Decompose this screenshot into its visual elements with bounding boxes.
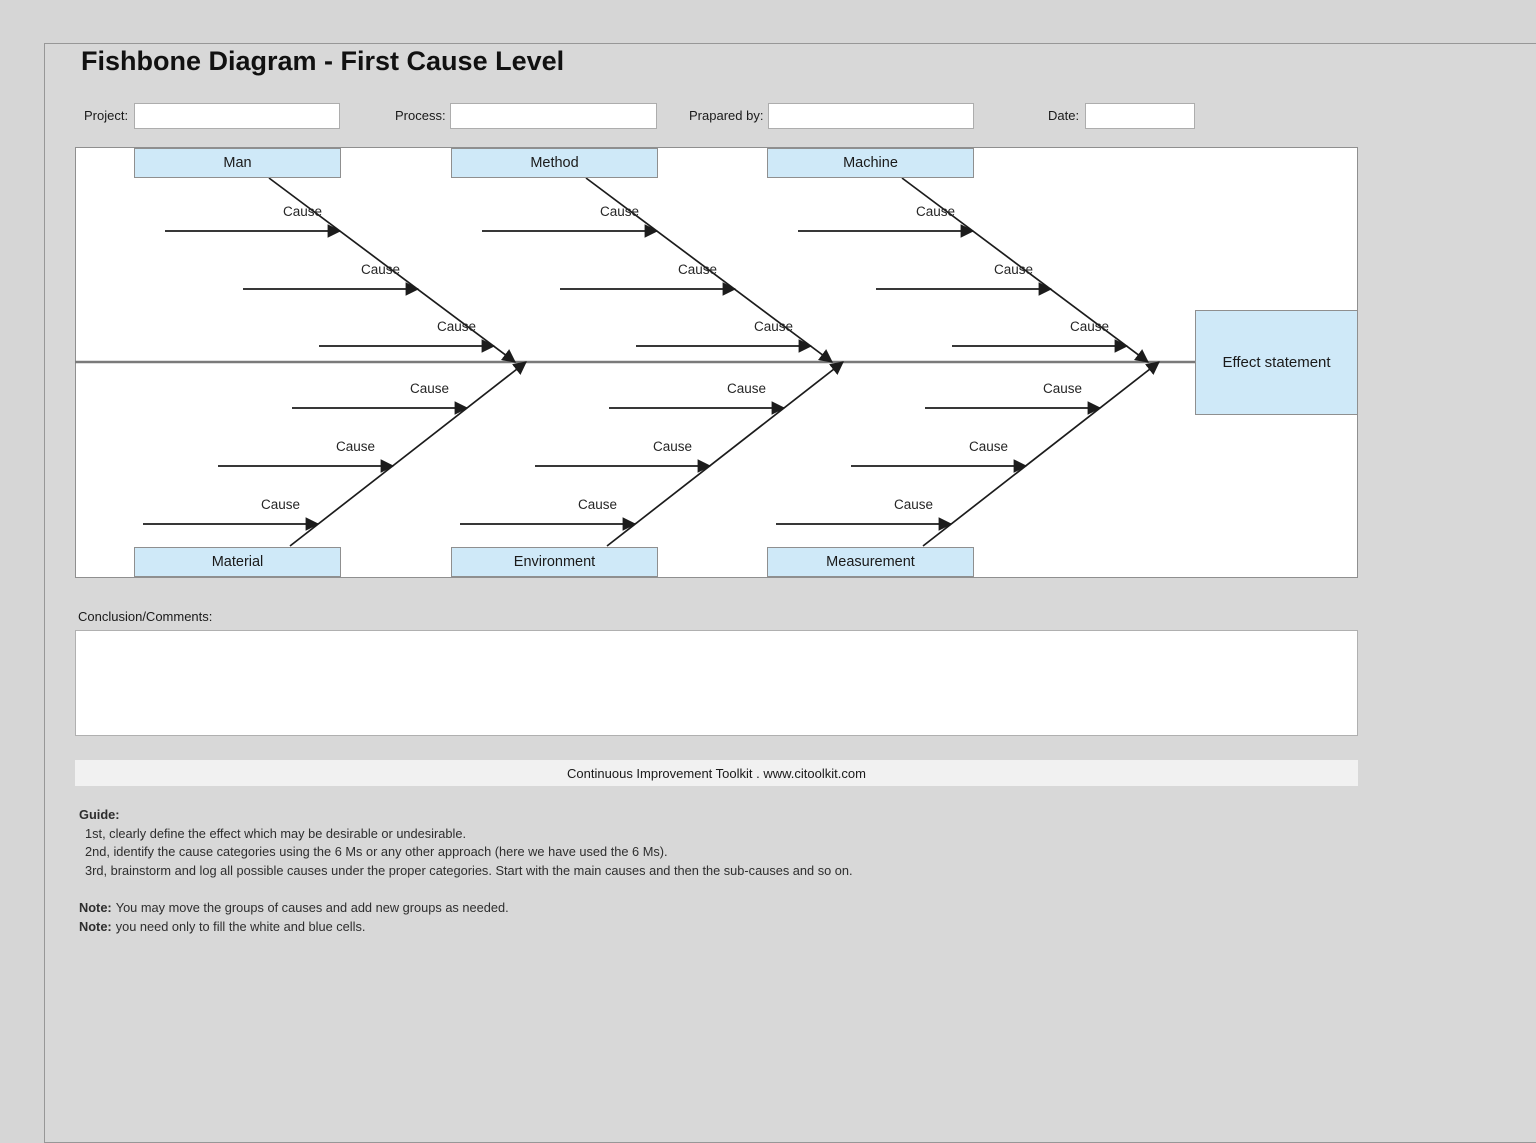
category-box-material[interactable]: Material [134,547,341,577]
note-text: you need only to fill the white and blue… [115,918,366,934]
bone-environment [606,361,844,547]
cause-label: Cause [1043,381,1082,396]
guide-note-1: Note:You may move the groups of causes a… [79,899,1369,918]
cause-label: Cause [361,262,400,277]
process-input[interactable] [450,103,657,129]
conclusion-input-cell[interactable] [75,630,1358,736]
cause-label: Cause [916,204,955,219]
bone-man [268,177,516,363]
date-label: Date: [1048,108,1080,123]
cause-label: Cause [578,497,617,512]
guide-note-2: Note:you need only to fill the white and… [79,918,1369,937]
guide-gap [79,881,1369,899]
date-input[interactable] [1085,103,1195,129]
bone-material [289,361,527,547]
cause-label: Cause [894,497,933,512]
bone-measurement [922,361,1160,547]
cause-label: Cause [994,262,1033,277]
cause-label: Cause [437,319,476,334]
category-label: Man [223,155,252,171]
fishbone-bones: Cause Cause Cause Cause Cause Cause Caus… [75,177,1195,547]
cause-label: Cause [1070,319,1109,334]
category-box-measurement[interactable]: Measurement [767,547,974,577]
cause-label: Cause [678,262,717,277]
effect-statement-label: Effect statement [1222,354,1331,371]
cause-label: Cause [727,381,766,396]
cause-label: Cause [261,497,300,512]
cause-label: Cause [969,439,1008,454]
category-label: Material [211,554,264,570]
footer-banner: Continuous Improvement Toolkit . www.cit… [75,760,1358,786]
guide-step-3: 3rd, brainstorm and log all possible cau… [85,863,853,879]
category-box-man[interactable]: Man [134,148,341,178]
cause-label: Cause [336,439,375,454]
guide-step-2: 2nd, identify the cause categories using… [85,844,668,860]
cause-label: Cause [283,204,322,219]
cause-label: Cause [410,381,449,396]
prepared-by-input[interactable] [768,103,974,129]
note-prefix: Note: [79,918,112,934]
project-input[interactable] [134,103,340,129]
footer-banner-text: Continuous Improvement Toolkit . www.cit… [567,765,866,781]
note-text: You may move the groups of causes and ad… [115,899,509,915]
category-label: Measurement [826,554,915,570]
guide-step-1: 1st, clearly define the effect which may… [85,825,467,841]
category-box-method[interactable]: Method [451,148,658,178]
effect-statement-box[interactable]: Effect statement [1195,310,1358,415]
process-label: Process: [395,108,446,123]
project-label: Project: [84,108,129,123]
cause-label: Cause [754,319,793,334]
bone-machine [901,177,1149,363]
guide-heading: Guide: [79,807,120,822]
bone-method [585,177,833,363]
category-label: Environment [513,554,596,570]
cause-label: Cause [653,439,692,454]
conclusion-label: Conclusion/Comments: [78,609,213,624]
category-label: Method [530,155,579,171]
category-box-machine[interactable]: Machine [767,148,974,178]
prepared-by-label: Prapared by: [689,108,764,123]
note-prefix: Note: [79,899,112,915]
guide-section: Guide: 1st, clearly define the effect wh… [79,806,1369,936]
page-title: Fishbone Diagram - First Cause Level [81,46,565,76]
cause-label: Cause [600,204,639,219]
category-box-environment[interactable]: Environment [451,547,658,577]
category-label: Machine [843,155,898,171]
